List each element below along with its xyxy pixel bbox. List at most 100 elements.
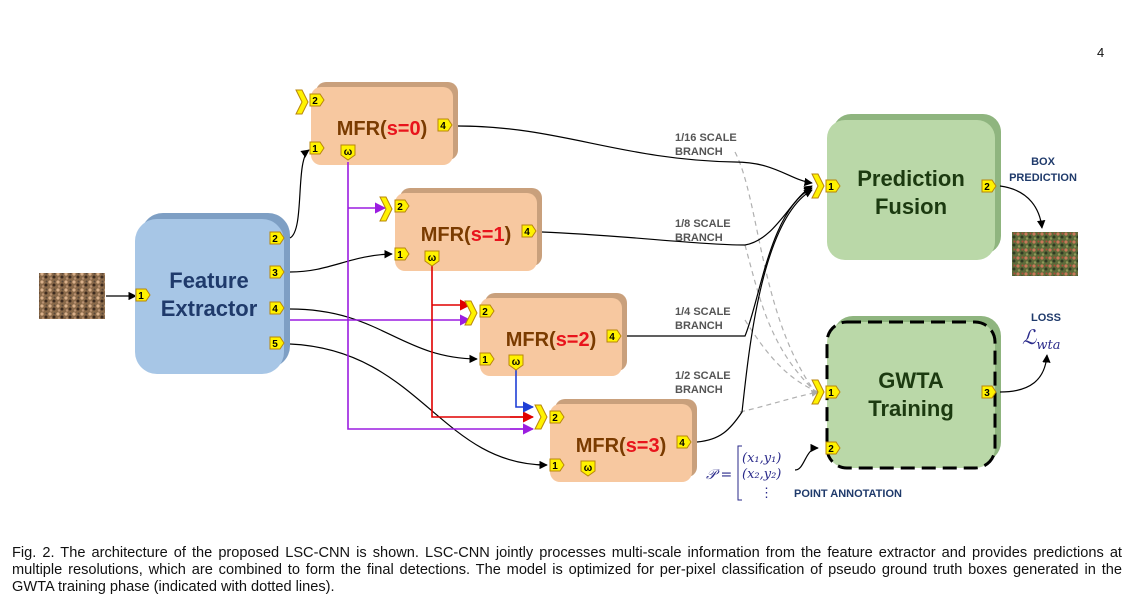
branch8-label-line1: 1/8 SCALE xyxy=(675,218,731,230)
page-number: 4 xyxy=(1097,45,1105,60)
mfr-box-s0: MFR(s=0) xyxy=(311,82,458,165)
svg-text:4: 4 xyxy=(609,332,615,343)
svg-text:MFR(s=1): MFR(s=1) xyxy=(421,224,512,246)
mfr3-port-4: 4 xyxy=(676,435,692,449)
mfr0-out-to-fusion xyxy=(457,125,813,187)
mfr2-out-to-fusion xyxy=(627,187,813,337)
omega0-purple-trunk xyxy=(347,162,527,430)
mfr3-chevron-input: 2 xyxy=(534,404,565,430)
mfr-box-s1: MFR(s=1) xyxy=(395,188,542,271)
mfr3-port-1: 1 xyxy=(549,458,565,472)
fe3-to-mfr1 xyxy=(289,249,393,273)
svg-text:4: 4 xyxy=(272,304,278,315)
gwta-port-2: 2 xyxy=(825,441,841,455)
svg-text:MFR(s=2): MFR(s=2) xyxy=(506,329,597,351)
gwta-to-loss xyxy=(999,354,1051,393)
gwta-title-line1: GWTA xyxy=(878,368,944,393)
figure-caption: Fig. 2. The architecture of the proposed… xyxy=(12,545,1122,595)
svg-text:1: 1 xyxy=(828,388,834,399)
mfr2-prefix: MFR( xyxy=(506,329,556,351)
mfr2-scale: s=2 xyxy=(556,329,590,351)
fe-port-2: 2 xyxy=(269,231,285,245)
fe-port-4: 4 xyxy=(269,301,285,315)
gwta-training-box: GWTA Training xyxy=(825,316,1001,470)
svg-text:ω: ω xyxy=(512,357,521,368)
svg-text:MFR(s=0): MFR(s=0) xyxy=(337,118,428,140)
gwta-dashed-lines xyxy=(734,151,819,413)
loss-label: LOSS xyxy=(1031,312,1061,324)
svg-text:1: 1 xyxy=(552,461,558,472)
svg-text:4: 4 xyxy=(679,438,685,449)
fusion-port-2: 2 xyxy=(981,179,997,193)
architecture-diagram: Feature Extractor MFR(s=0) MFR(s=1) MFR(… xyxy=(39,82,1078,501)
svg-text:2: 2 xyxy=(482,307,488,318)
mfr3-suffix: ) xyxy=(660,435,667,457)
loss-symbol: ℒwta xyxy=(1022,325,1061,353)
svg-text:1: 1 xyxy=(138,291,144,302)
branch8-label-line2: BRANCH xyxy=(675,232,723,244)
branch2-label-line2: BRANCH xyxy=(675,384,723,396)
branch4-label-line2: BRANCH xyxy=(675,320,723,332)
mfr1-port-omega: ω xyxy=(424,250,440,267)
fe-port-5: 5 xyxy=(269,336,285,350)
branch2-label-line1: 1/2 SCALE xyxy=(675,370,731,382)
branch4-label-line1: 1/4 SCALE xyxy=(675,306,731,318)
prediction-fusion-title-line2: Fusion xyxy=(875,194,947,219)
svg-text:1: 1 xyxy=(397,250,403,261)
dashed-line-b4 xyxy=(744,319,819,393)
mfr0-scale: s=0 xyxy=(387,118,421,140)
mfr2-port-4: 4 xyxy=(606,329,622,343)
gwta-port-3: 3 xyxy=(981,385,997,399)
output-crowd-image xyxy=(1012,232,1078,276)
mfr1-prefix: MFR( xyxy=(421,224,471,246)
branch16-label-line2: BRANCH xyxy=(675,146,723,158)
black-connections xyxy=(289,125,1051,471)
svg-text:ω: ω xyxy=(428,253,437,264)
svg-text:MFR(s=3): MFR(s=3) xyxy=(576,435,667,457)
fe-port-3: 3 xyxy=(269,265,285,279)
prediction-fusion-box: Prediction Fusion xyxy=(827,114,1001,260)
box-prediction-label-line2: PREDICTION xyxy=(1009,172,1077,184)
purple-connections xyxy=(290,162,535,435)
annotation-to-gwta xyxy=(794,443,819,471)
dashed-line-b8 xyxy=(744,244,819,395)
svg-text:ω: ω xyxy=(344,147,353,158)
gwta-title-line2: Training xyxy=(868,396,954,421)
mfr2-port-omega: ω xyxy=(508,354,524,371)
point-annotation-label: POINT ANNOTATION xyxy=(794,488,902,500)
dashed-line-b16 xyxy=(734,151,819,397)
fe2-to-mfr0 xyxy=(289,149,310,239)
fe-port-1: 1 xyxy=(135,288,151,302)
mfr0-chevron-input: 2 xyxy=(295,89,325,115)
svg-text:3: 3 xyxy=(272,268,278,279)
svg-text:1: 1 xyxy=(828,182,834,193)
mfr2-suffix: ) xyxy=(590,329,597,351)
mfr0-suffix: ) xyxy=(421,118,428,140)
red-connections xyxy=(431,266,535,423)
svg-text:4: 4 xyxy=(440,121,446,132)
fe4-to-mfr2 xyxy=(289,308,478,364)
prediction-fusion-title-line1: Prediction xyxy=(857,166,965,191)
mfr0-prefix: MFR( xyxy=(337,118,387,140)
svg-text:3: 3 xyxy=(984,388,990,399)
mfr3-prefix: MFR( xyxy=(576,435,626,457)
mfr1-port-4: 4 xyxy=(521,224,537,238)
mfr2-chevron-input: 2 xyxy=(464,300,495,326)
mfr1-scale: s=1 xyxy=(471,224,505,246)
svg-text:ω: ω xyxy=(584,463,593,474)
box-prediction-label-line1: BOX xyxy=(1031,156,1056,168)
svg-text:1: 1 xyxy=(312,144,318,155)
svg-text:2: 2 xyxy=(984,182,990,193)
omega1-red-trunk xyxy=(431,266,527,418)
svg-text:5: 5 xyxy=(272,339,278,350)
mfr0-port-4: 4 xyxy=(437,118,453,132)
mfr0-port-1: 1 xyxy=(309,141,325,155)
fusion-chevron-input: 1 xyxy=(811,173,841,199)
svg-text:2: 2 xyxy=(828,444,834,455)
svg-text:2: 2 xyxy=(552,413,558,424)
omega2-blue-to-mfr3 xyxy=(515,370,535,413)
annotation-dots: ⋮ xyxy=(760,486,773,501)
input-crowd-image xyxy=(39,273,105,319)
annotation-item-2: (x₂,y₂) xyxy=(742,467,781,482)
fe5-to-mfr3 xyxy=(289,343,548,470)
